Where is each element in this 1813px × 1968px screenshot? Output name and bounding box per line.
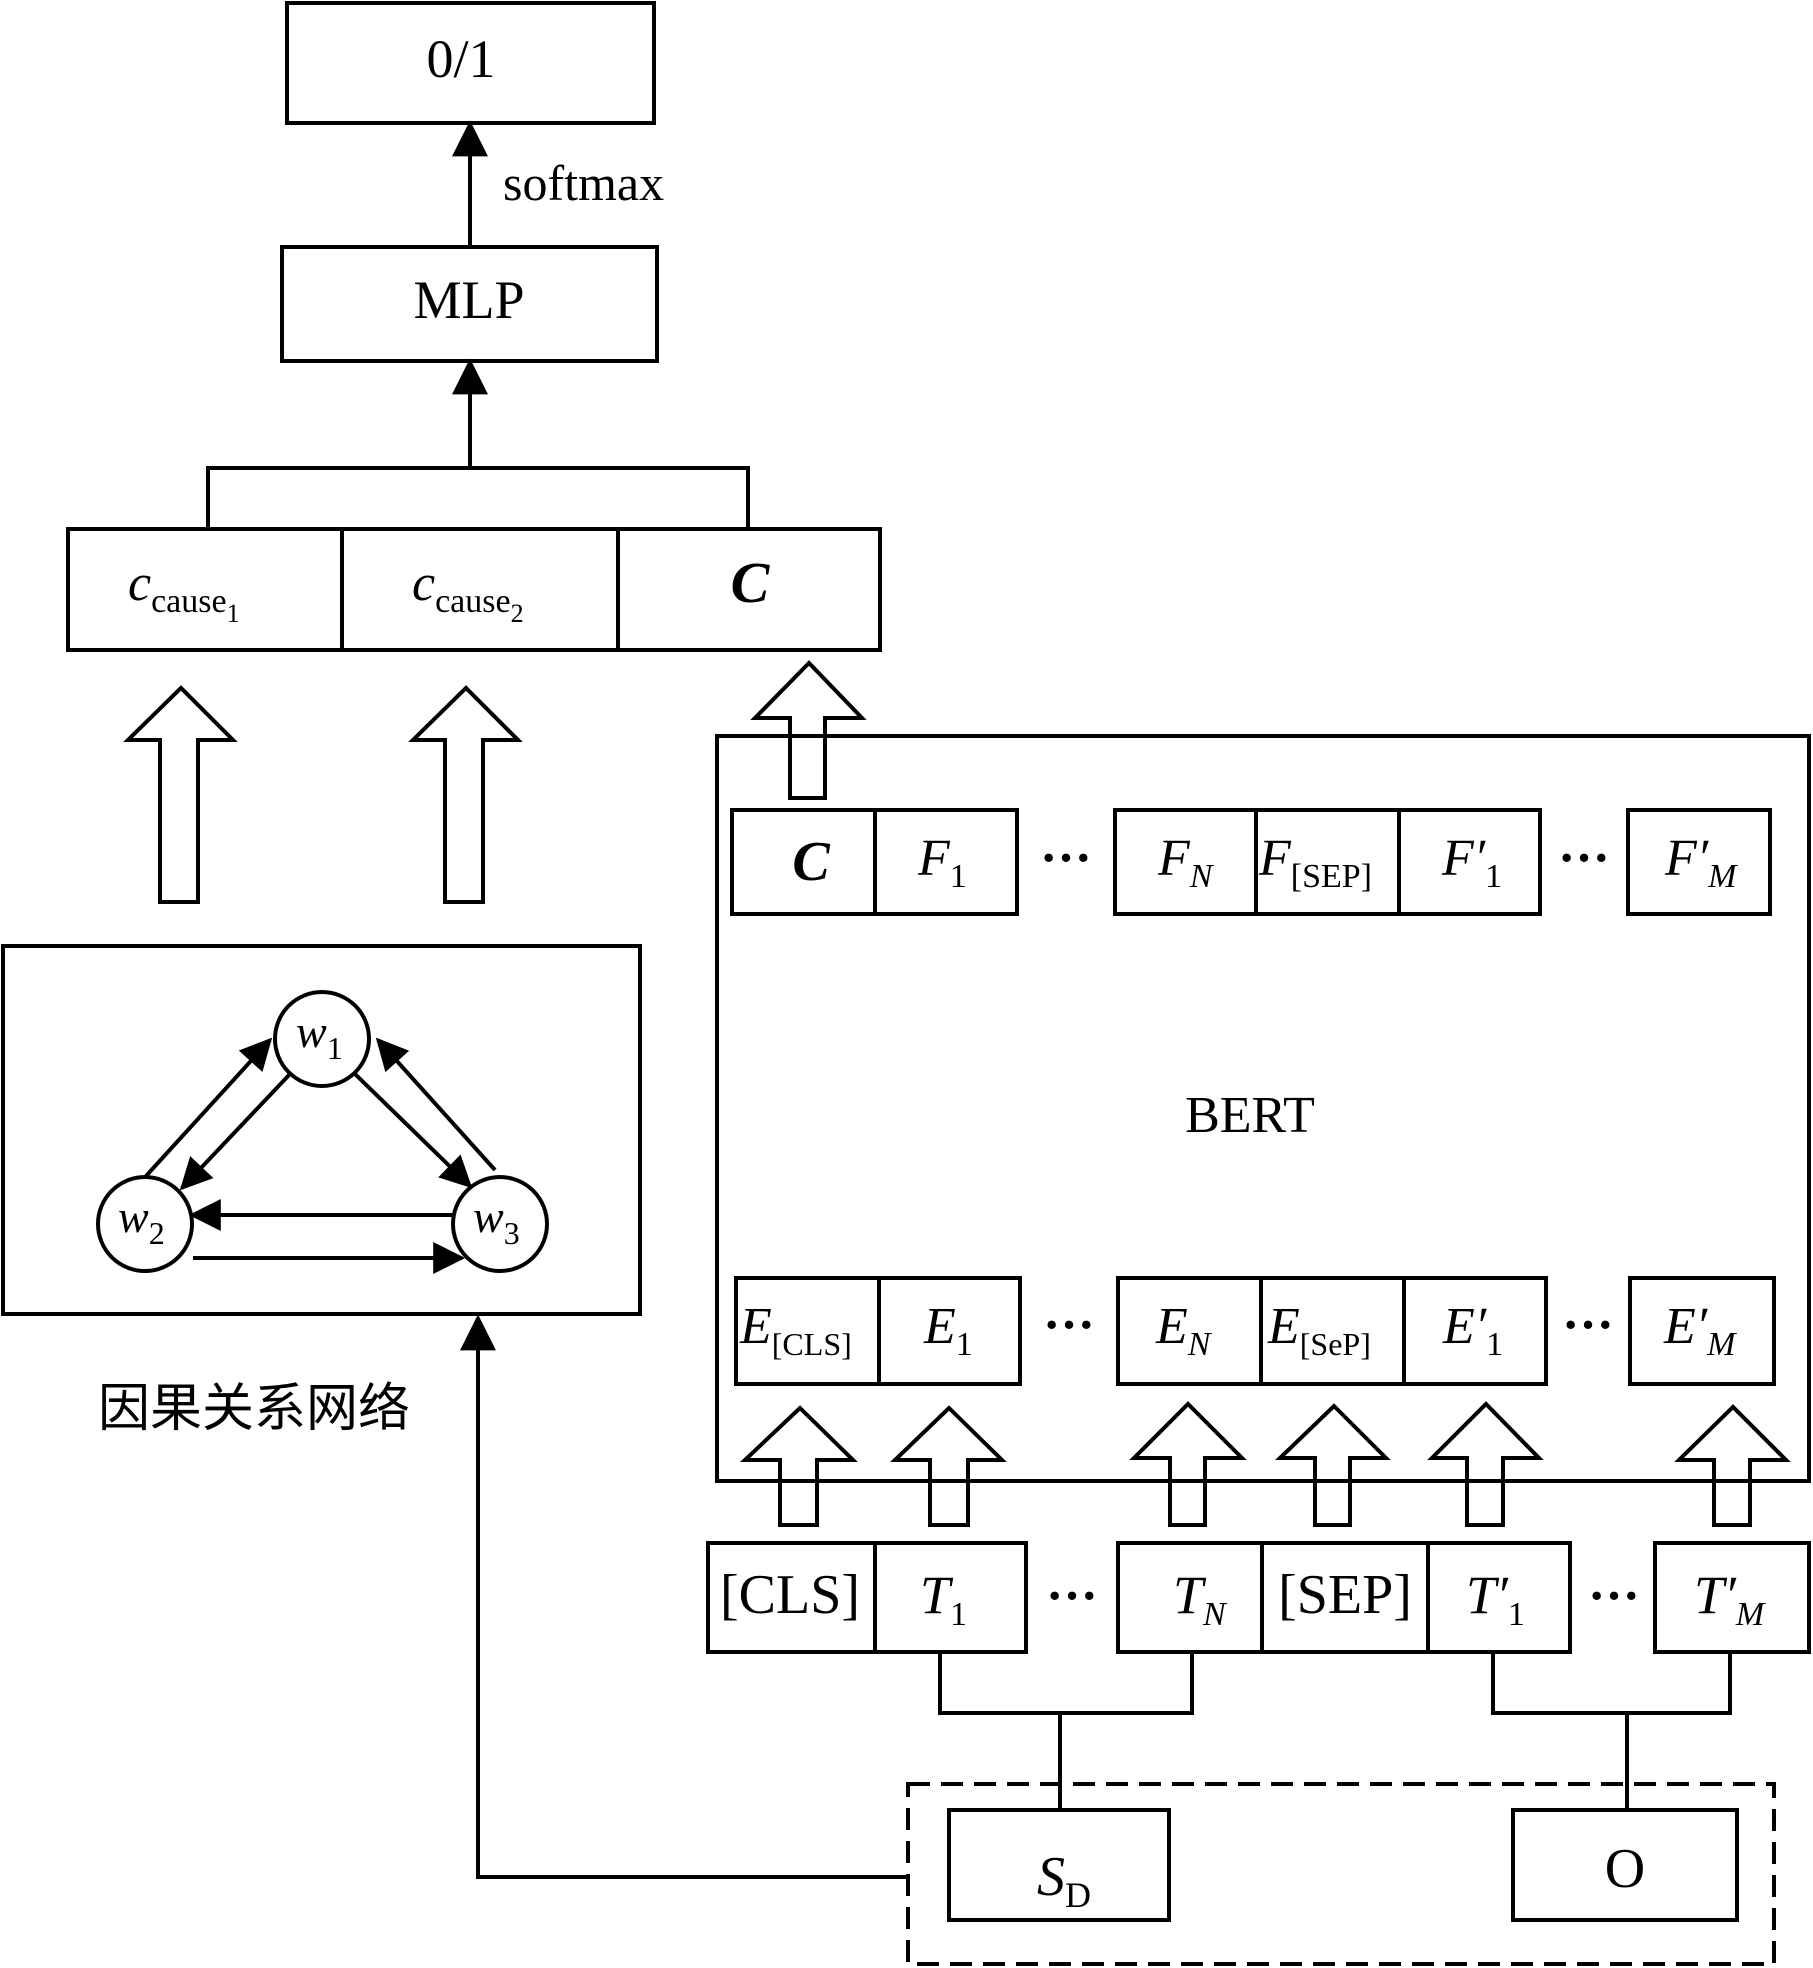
token-t1p-label: T′1 xyxy=(1466,1565,1525,1633)
sd-to-network-arrow xyxy=(460,1314,908,1879)
e-row-group-3 xyxy=(1628,1276,1776,1386)
sd-label: SD xyxy=(1037,1846,1091,1915)
edge-w3-w1 xyxy=(375,1037,497,1172)
e-row-group-2 xyxy=(1116,1276,1548,1386)
sd-box xyxy=(947,1808,1171,1922)
e-row-ellipsis-1: ··· xyxy=(1043,1297,1095,1354)
edge-w1-w2 xyxy=(179,1072,292,1191)
o-box xyxy=(1511,1808,1739,1922)
network-caption: 因果关系网络 xyxy=(98,1379,410,1439)
network-box xyxy=(1,944,642,1316)
hollow-arrow-tok-3 xyxy=(1129,1401,1247,1527)
hollow-arrow-tok-2 xyxy=(890,1405,1007,1527)
mlp-label: MLP xyxy=(413,270,524,330)
node-w1 xyxy=(273,990,371,1088)
node-w3-label: w3 xyxy=(473,1191,520,1251)
e1p-label: E′1 xyxy=(1442,1298,1503,1363)
input-group-dashed xyxy=(906,1782,1776,1966)
concat-c-label: C xyxy=(731,550,771,615)
output-label: 0/1 xyxy=(426,29,495,89)
token-tn-label: TN xyxy=(1173,1565,1228,1633)
node-w1-label: w1 xyxy=(296,1006,343,1066)
fmp-label: F′M xyxy=(1664,830,1738,895)
edge-w1-w3 xyxy=(353,1072,473,1189)
en-label: EN xyxy=(1155,1298,1213,1363)
softmax-label: softmax xyxy=(503,155,664,211)
bert-box xyxy=(715,734,1811,1483)
token-group-2 xyxy=(1116,1541,1572,1654)
f-row-group-2 xyxy=(1113,808,1542,916)
token-cls-label: [CLS] xyxy=(720,1564,860,1626)
sd-bracket xyxy=(938,1652,1194,1715)
node-w2-label: w2 xyxy=(118,1191,165,1251)
hollow-arrow-tok-4 xyxy=(1275,1403,1391,1527)
hollow-arrow-tok-5 xyxy=(1427,1401,1544,1527)
token-ellipsis-2: ··· xyxy=(1588,1568,1640,1625)
f1-label: F1 xyxy=(917,830,967,895)
f-c-label: C xyxy=(792,831,830,893)
hollow-arrow-tok-6 xyxy=(1674,1404,1791,1527)
concat-bracket xyxy=(206,466,750,527)
fn-label: FN xyxy=(1157,830,1215,895)
hollow-arrow-tok-1 xyxy=(739,1405,858,1527)
token-sep-label: [SEP] xyxy=(1278,1564,1412,1626)
o-label: O xyxy=(1605,1838,1645,1900)
bert-label: BERT xyxy=(1185,1087,1315,1144)
hollow-arrow-cause2 xyxy=(408,685,523,904)
f1p-label: F′1 xyxy=(1441,830,1502,895)
edge-w2-w1 xyxy=(144,1037,273,1178)
fsep-label: F[SEP] xyxy=(1258,830,1372,895)
token-ellipsis-1: ··· xyxy=(1046,1568,1098,1625)
emp-label: E′M xyxy=(1663,1298,1737,1363)
cause1-label: ccause1 xyxy=(128,555,240,628)
f-row-ellipsis-2: ··· xyxy=(1558,830,1610,887)
token-t1-label: T1 xyxy=(920,1565,967,1633)
f-row-ellipsis-1: ··· xyxy=(1040,830,1092,887)
ecls-label: E[CLS] xyxy=(739,1298,852,1362)
hollow-arrow-cause1 xyxy=(123,685,238,904)
e-row-ellipsis-2: ··· xyxy=(1562,1297,1614,1354)
concat-box xyxy=(66,527,882,652)
token-group-1 xyxy=(706,1541,1028,1654)
esep-label: E[SeP] xyxy=(1267,1298,1371,1362)
f-row-group-3 xyxy=(1626,808,1772,916)
e1-label: E1 xyxy=(923,1298,973,1363)
o-bracket xyxy=(1491,1652,1732,1715)
token-tmp-label: T′M xyxy=(1694,1565,1766,1633)
node-w3 xyxy=(451,1175,549,1273)
cause2-label: ccause2 xyxy=(412,555,524,628)
hollow-arrow-c xyxy=(750,660,867,800)
